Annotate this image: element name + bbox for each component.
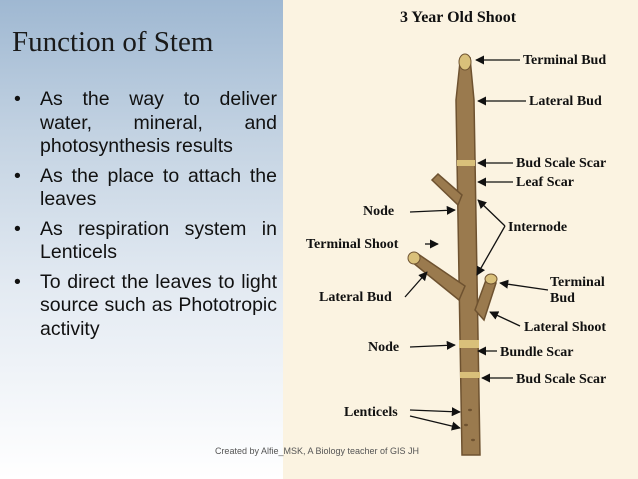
terminal-bud xyxy=(458,53,472,71)
label-lenticels: Lenticels xyxy=(344,405,398,420)
bullet-dot: • xyxy=(14,270,21,293)
bullet-item: • As the way to deliver water, mineral, a… xyxy=(12,88,277,159)
lenticel xyxy=(471,438,475,442)
bullet-text: To direct the leaves to light source suc… xyxy=(40,270,277,340)
bullet-dot: • xyxy=(14,217,21,240)
bullet-item: • To direct the leaves to light source su… xyxy=(12,271,277,342)
terminal-bud-left xyxy=(407,251,421,265)
label-node: Node xyxy=(363,204,394,219)
node-ring xyxy=(459,340,479,348)
diagram-title: 3 Year Old Shoot xyxy=(400,9,517,26)
footer-credit: Created by Alfie_MSK, A Biology teacher … xyxy=(214,446,420,456)
bullet-dot: • xyxy=(14,164,21,187)
label-bud-scale-scar: Bud Scale Scar xyxy=(516,156,606,171)
bullet-text: As the way to deliver water, mineral, an… xyxy=(40,88,277,157)
slide-title: Function of Stem xyxy=(12,26,214,58)
label-bundle-scar: Bundle Scar xyxy=(500,345,574,360)
label-terminal-bud-right-line2: Bud xyxy=(550,291,575,306)
label-internode: Internode xyxy=(508,220,567,235)
bud-scale-scar-ring xyxy=(460,372,480,378)
label-lateral-bud: Lateral Bud xyxy=(529,94,602,109)
label-arrows xyxy=(404,55,549,431)
bullet-item: • As the place to attach the leaves xyxy=(12,165,277,212)
bud-scale-scar-ring xyxy=(457,160,475,166)
label-lateral-bud-left: Lateral Bud xyxy=(319,290,392,305)
lateral-shoot-left xyxy=(410,252,466,302)
shoot-diagram: 3 Year Old Shoot xyxy=(306,9,606,456)
bullet-text: As the place to attach the leaves xyxy=(40,164,277,211)
label-terminal-bud: Terminal Bud xyxy=(523,53,606,68)
lenticel xyxy=(468,408,472,412)
bullet-list: • As the way to deliver water, mineral, a… xyxy=(12,88,277,347)
label-lateral-shoot: Lateral Shoot xyxy=(524,320,606,335)
label-node-bottom: Node xyxy=(368,340,399,355)
left-panel: Function of Stem • As the way to deliver … xyxy=(0,0,283,479)
lateral-shoot-right xyxy=(474,279,497,322)
label-leaf-scar: Leaf Scar xyxy=(516,175,574,190)
stem xyxy=(407,53,498,456)
main-stem xyxy=(455,56,481,456)
label-bud-scale-scar-bottom: Bud Scale Scar xyxy=(516,372,606,387)
label-terminal-shoot: Terminal Shoot xyxy=(306,237,399,252)
terminal-bud-right xyxy=(484,273,498,285)
upper-branch xyxy=(430,172,463,207)
bullet-text: As respiration system in Lenticels xyxy=(40,217,277,264)
label-terminal-bud-right-line1: Terminal xyxy=(550,275,605,290)
bullet-dot: • xyxy=(14,88,21,110)
bullet-item: • As respiration system in Lenticels xyxy=(12,218,277,265)
lenticel xyxy=(464,423,468,427)
